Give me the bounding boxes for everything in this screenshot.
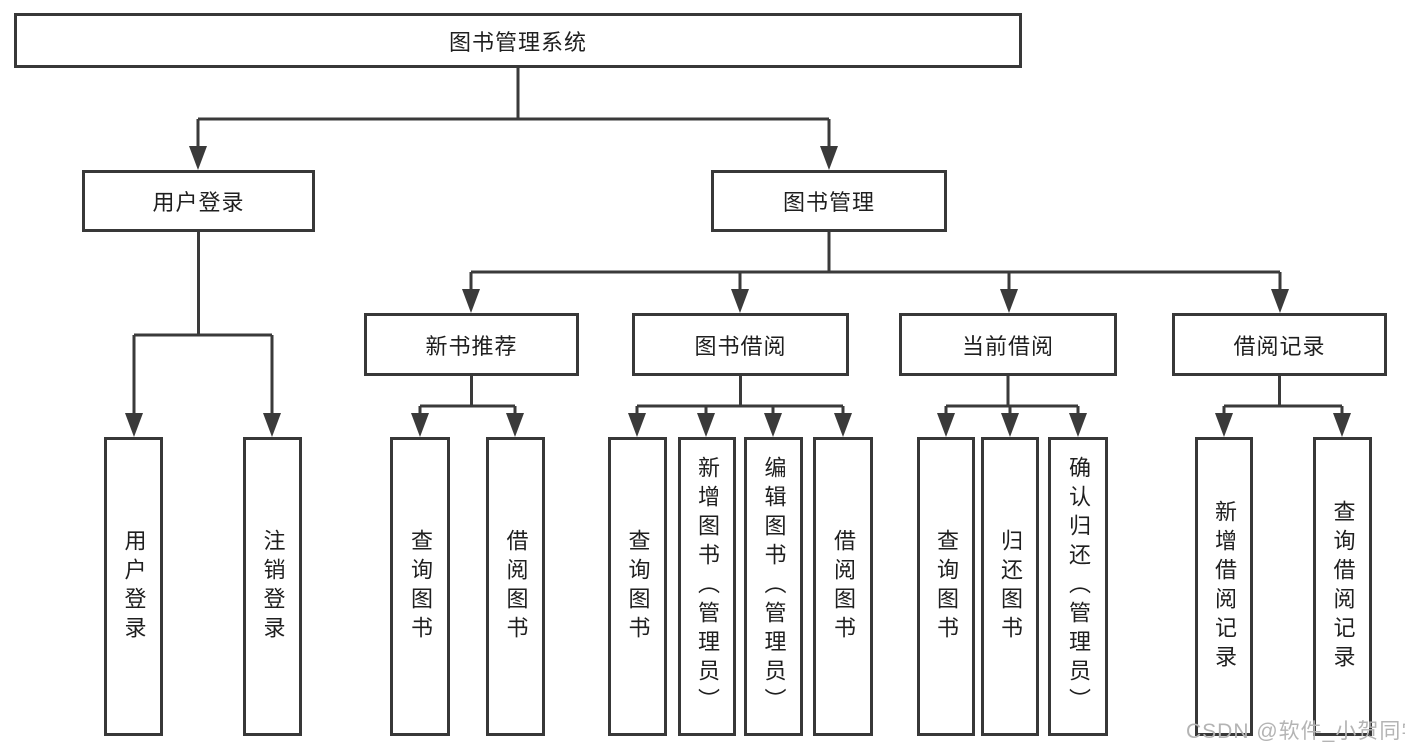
leaf-add-borrow-record-label: 新增借阅记录: [1212, 499, 1237, 674]
leaf-recommend-borrow-book-label: 借阅图书: [503, 528, 529, 645]
node-book-borrow: 图书借阅: [632, 313, 849, 376]
leaf-user-login-label: 用户登录: [121, 528, 147, 645]
connector-new-book-children: [411, 376, 524, 437]
leaf-confirm-return-admin-label: 确认归还（管理员）: [1066, 456, 1091, 717]
connector-user-login-children: [125, 232, 281, 437]
leaf-logout-label: 注销登录: [260, 528, 286, 645]
leaf-borrow-query-book: 查询图书: [608, 437, 667, 736]
connector-book-borrow-children: [628, 376, 852, 437]
leaf-user-login: 用户登录: [104, 437, 163, 736]
leaf-confirm-return-admin: 确认归还（管理员）: [1048, 437, 1108, 736]
leaf-query-borrow-record: 查询借阅记录: [1313, 437, 1372, 736]
leaf-add-book-admin-label: 新增图书（管理员）: [695, 456, 720, 717]
leaf-logout: 注销登录: [243, 437, 302, 736]
node-root: 图书管理系统: [14, 13, 1022, 68]
leaf-current-query-book-label: 查询图书: [934, 528, 959, 645]
leaf-current-query-book: 查询图书: [917, 437, 975, 736]
connector-root-to-level2: [189, 67, 838, 170]
leaf-edit-book-admin-label: 编辑图书（管理员）: [761, 456, 787, 717]
csdn-watermark: CSDN @软件_小贺同学: [1186, 720, 1405, 743]
leaf-add-borrow-record: 新增借阅记录: [1195, 437, 1253, 736]
node-borrow-records-label: 借阅记录: [1233, 333, 1326, 359]
leaf-add-book-admin: 新增图书（管理员）: [678, 437, 736, 736]
leaf-return-book-label: 归还图书: [998, 528, 1023, 645]
node-user-login: 用户登录: [82, 170, 315, 232]
leaf-recommend-query-book: 查询图书: [390, 437, 450, 736]
node-user-login-label: 用户登录: [152, 190, 245, 215]
connector-book-management-sections: [462, 232, 1289, 313]
leaf-recommend-query-book-label: 查询图书: [408, 528, 433, 645]
node-current-borrow: 当前借阅: [899, 313, 1117, 376]
leaf-borrow-book: 借阅图书: [813, 437, 873, 736]
node-root-label: 图书管理系统: [448, 29, 587, 55]
node-book-management-label: 图书管理: [782, 190, 875, 215]
node-new-book-recommend-label: 新书推荐: [425, 333, 518, 359]
leaf-query-borrow-record-label: 查询借阅记录: [1330, 499, 1356, 674]
connector-current-borrow-children: [937, 376, 1087, 437]
node-book-borrow-label: 图书借阅: [694, 333, 787, 359]
node-current-borrow-label: 当前借阅: [961, 333, 1054, 359]
leaf-borrow-query-book-label: 查询图书: [625, 528, 651, 645]
node-new-book-recommend: 新书推荐: [364, 313, 579, 376]
connector-borrow-records-children: [1215, 376, 1351, 437]
leaf-return-book: 归还图书: [981, 437, 1039, 736]
node-book-management: 图书管理: [711, 170, 947, 232]
leaf-borrow-book-label: 借阅图书: [831, 528, 856, 645]
node-borrow-records: 借阅记录: [1172, 313, 1387, 376]
leaf-edit-book-admin: 编辑图书（管理员）: [744, 437, 803, 736]
leaf-recommend-borrow-book: 借阅图书: [486, 437, 545, 736]
